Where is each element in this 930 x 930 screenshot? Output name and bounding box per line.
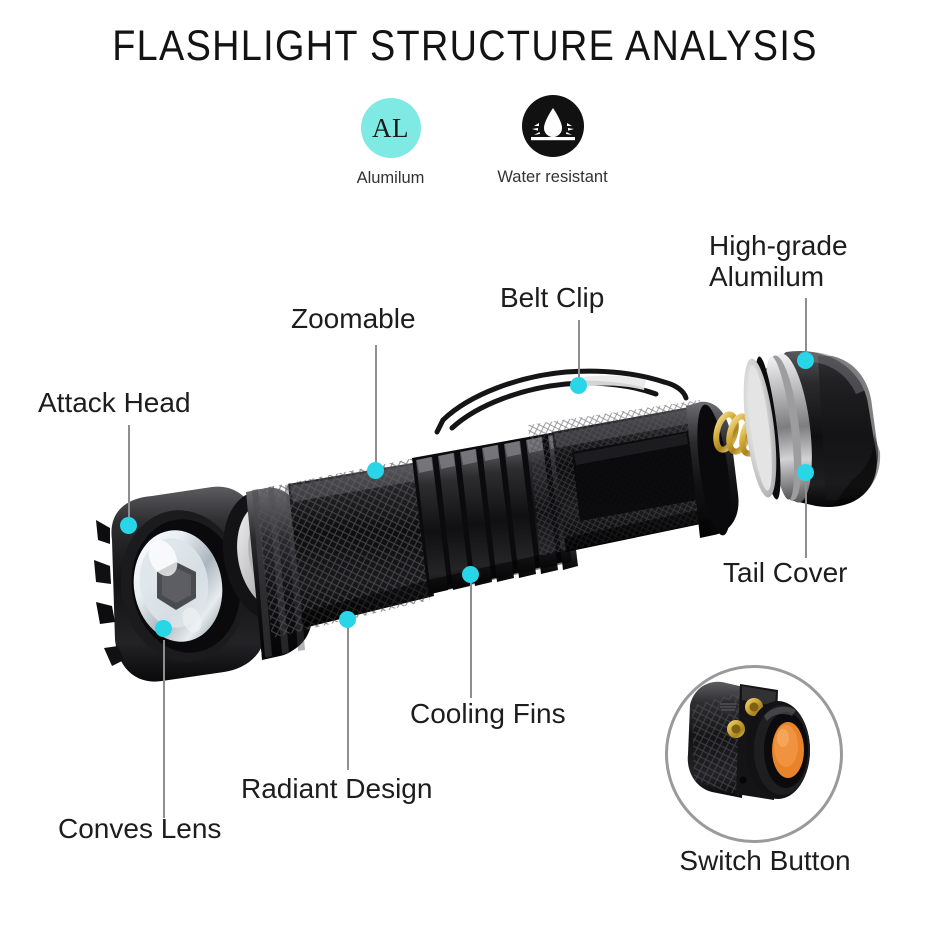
dot-high-grade [797, 352, 814, 369]
dot-attack-head [120, 517, 137, 534]
switch-button-inset [665, 665, 855, 855]
tail-cover [743, 350, 881, 507]
dot-radiant [339, 611, 356, 628]
callout-high-grade-line1: High-grade [709, 230, 848, 261]
leader-radiant [347, 625, 349, 770]
badge-aluminum: AL Alumilum [318, 98, 463, 188]
callout-radiant-design: Radiant Design [241, 773, 433, 804]
leader-zoomable [375, 345, 377, 470]
callout-high-grade-line2: Alumilum [709, 261, 825, 293]
leader-tail-cover [805, 478, 807, 558]
leader-cooling-fins [470, 580, 472, 698]
badge-water-resistant: Water resistant [470, 95, 635, 187]
dot-belt-clip [570, 377, 587, 394]
aluminum-badge-glyph: AL [372, 112, 409, 143]
page-title: FLASHLIGHT STRUCTURE ANALYSIS [112, 22, 818, 70]
callout-high-grade-aluminum: High-grade Alumilum [709, 230, 909, 293]
dot-cooling-fins [462, 566, 479, 583]
leader-conves-lens [163, 640, 165, 818]
water-drop-icon [521, 95, 584, 157]
dot-conves-lens [155, 620, 172, 637]
leader-belt-clip [578, 320, 580, 385]
badge-water-label: Water resistant [497, 168, 608, 186]
callout-cooling-fins: Cooling Fins [410, 698, 566, 729]
switch-inset-ring [665, 665, 843, 843]
callout-tail-cover: Tail Cover [723, 557, 848, 588]
callout-belt-clip: Belt Clip [500, 282, 605, 313]
zoomable-barrel [223, 458, 434, 658]
dot-zoomable [367, 462, 384, 479]
leader-high-grade [805, 298, 807, 360]
belt-clip-highlight [576, 375, 646, 390]
switch-button-caption: Switch Button [679, 845, 851, 876]
battery-tube [528, 400, 739, 556]
aluminum-badge-icon: AL [360, 98, 421, 158]
badge-aluminum-label: Alumilum [356, 169, 425, 187]
leader-attack-head [128, 425, 130, 525]
callout-zoomable: Zoomable [291, 303, 416, 334]
dot-tail-cover [797, 464, 814, 481]
callout-conves-lens: Conves Lens [58, 813, 222, 844]
callout-attack-head: Attack Head [38, 387, 191, 418]
